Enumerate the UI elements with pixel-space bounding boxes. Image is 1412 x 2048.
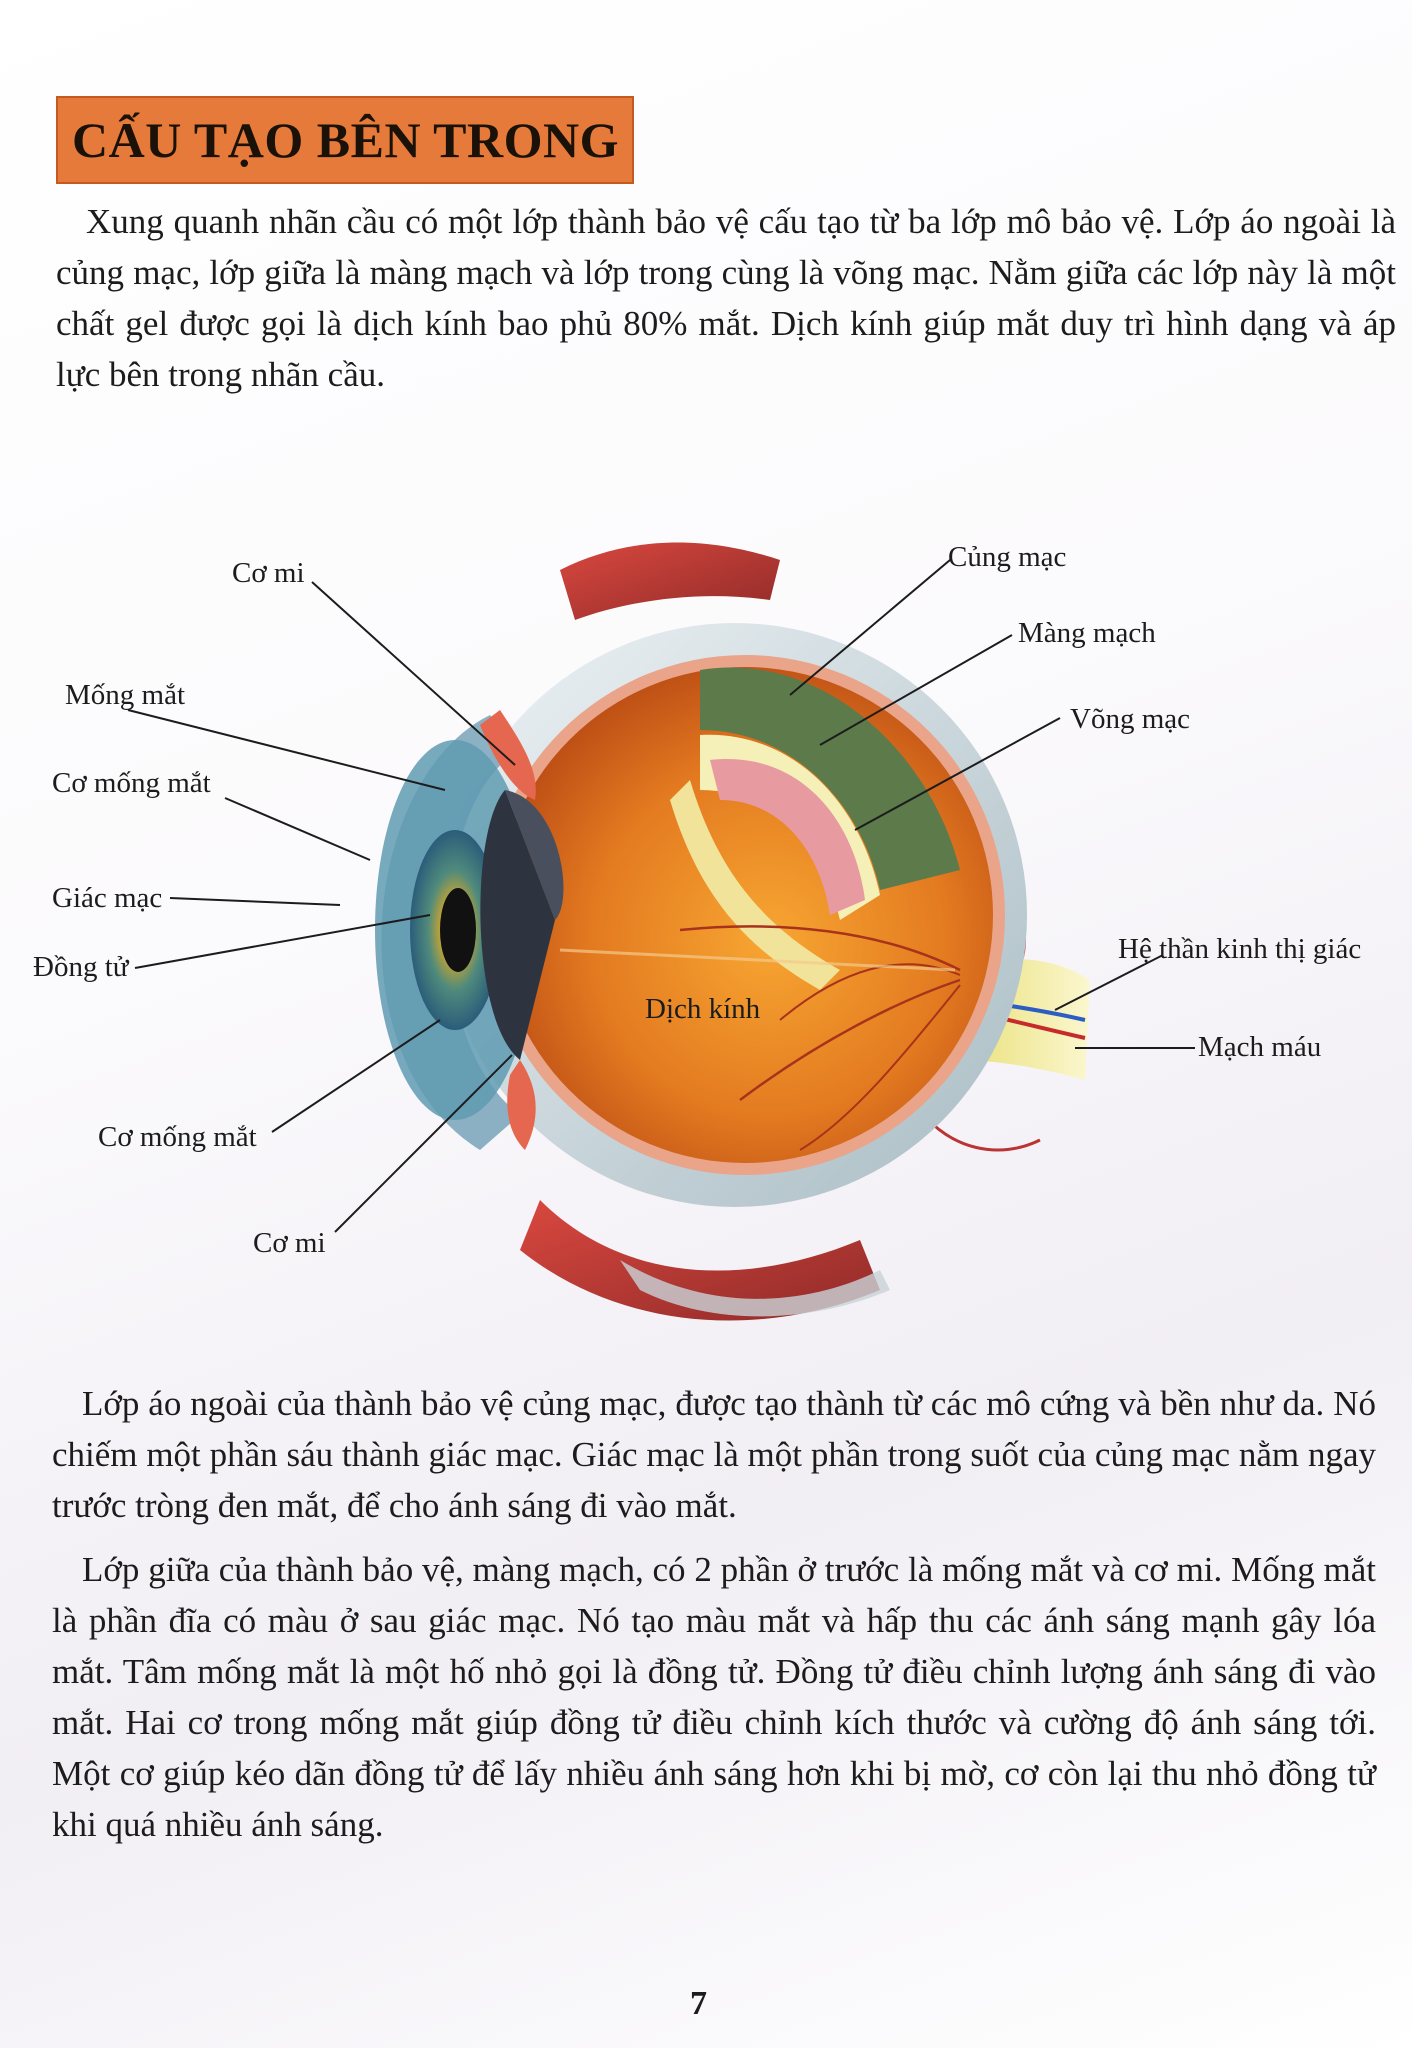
page-number: 7 bbox=[690, 1985, 707, 2022]
leader-lines bbox=[127, 559, 1195, 1233]
label-mong-mat: Mống mắt bbox=[65, 679, 186, 711]
label-dich-kinh: Dịch kính bbox=[645, 993, 761, 1025]
iris bbox=[410, 830, 500, 1030]
ciliary-body bbox=[480, 710, 536, 1150]
label-dong-tu: Đồng tử bbox=[33, 951, 129, 983]
section-title: CẤU TẠO BÊN TRONG bbox=[72, 112, 620, 168]
label-cung-mac: Củng mạc bbox=[948, 541, 1067, 573]
label-co-mi-top: Cơ mi bbox=[232, 557, 305, 589]
vitreous-veins bbox=[559, 925, 961, 1151]
label-co-mi-bottom: Cơ mi bbox=[253, 1227, 326, 1259]
paragraph-choroid: Lớp giữa của thành bảo vệ, màng mạch, có… bbox=[52, 1550, 1376, 1844]
retina-cutaway bbox=[670, 667, 960, 990]
intro-paragraph: Xung quanh nhãn cầu có một lớp thành bảo… bbox=[56, 202, 1396, 394]
label-vong-mac: Võng mạc bbox=[1070, 703, 1190, 735]
eye-anatomy-diagram: Cơ mi Mống mắt Cơ mống mắt Giác mạc Đồng… bbox=[0, 500, 1412, 1360]
paragraph-sclera: Lớp áo ngoài của thành bảo vệ củng mạc, … bbox=[52, 1384, 1376, 1525]
eye-muscles bbox=[520, 542, 890, 1321]
lens bbox=[480, 790, 564, 1060]
label-co-mong-mat-top: Cơ mống mắt bbox=[52, 767, 211, 799]
label-he-than-kinh: Hệ thần kinh thị giác bbox=[1118, 933, 1362, 965]
label-mang-mach: Màng mạch bbox=[1018, 617, 1156, 649]
label-mach-mau: Mạch máu bbox=[1198, 1031, 1322, 1063]
label-giac-mac: Giác mạc bbox=[52, 882, 163, 914]
section-title-box: CẤU TẠO BÊN TRONG bbox=[56, 96, 634, 184]
eye-illustration bbox=[127, 542, 1195, 1321]
label-co-mong-mat-bottom: Cơ mống mắt bbox=[98, 1121, 257, 1153]
